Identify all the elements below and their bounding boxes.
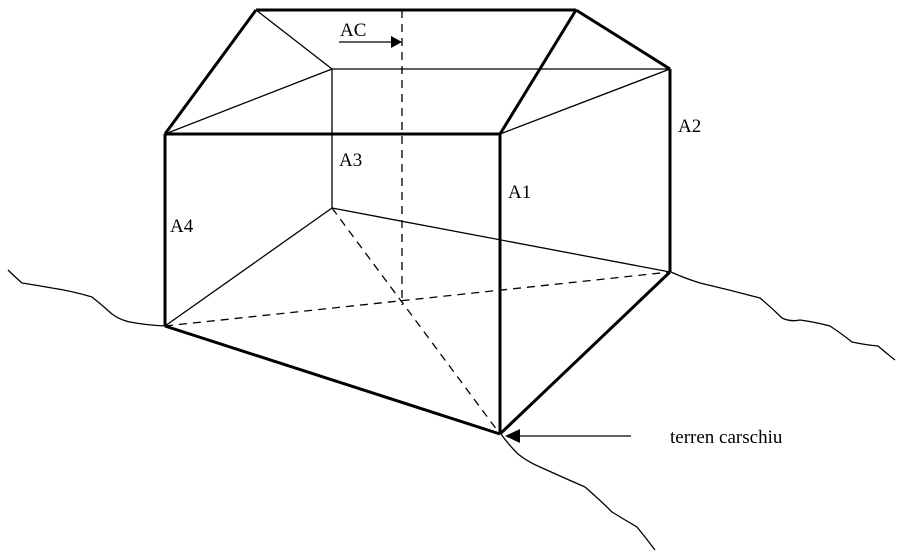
hip-left-front [164,68,333,135]
base-front-right [498,270,672,436]
label-a2: A2 [678,116,701,137]
roof-left-slope [163,9,258,135]
roof-right-end [575,8,671,71]
terrain-lines [7,269,896,551]
terrain-line-slope [500,433,656,551]
ac-arrow-head [391,36,402,48]
dashed-lines [164,10,671,435]
terrain-arrow-head [505,429,520,443]
base-front-left [164,324,501,436]
base-diagonal-a3-a1 [331,207,501,435]
base-back-left [164,207,333,327]
thick-edges [163,8,672,436]
terrain-line-left [7,269,166,327]
hip-right-front [499,68,671,135]
roof-right-slope [498,9,578,135]
label-ac: AC [340,20,366,41]
base-diagonal-a4-a2 [164,271,671,327]
label-a4: A4 [170,216,194,237]
ac-arrow [339,36,402,48]
ridge-hip-back-left [255,9,333,70]
terrain-arrow [505,429,631,443]
label-a3: A3 [339,150,362,171]
thin-edges [164,9,671,327]
label-terrain: terren carschiu [670,427,783,448]
label-a1: A1 [508,182,531,203]
terrain-line-right [670,271,896,361]
